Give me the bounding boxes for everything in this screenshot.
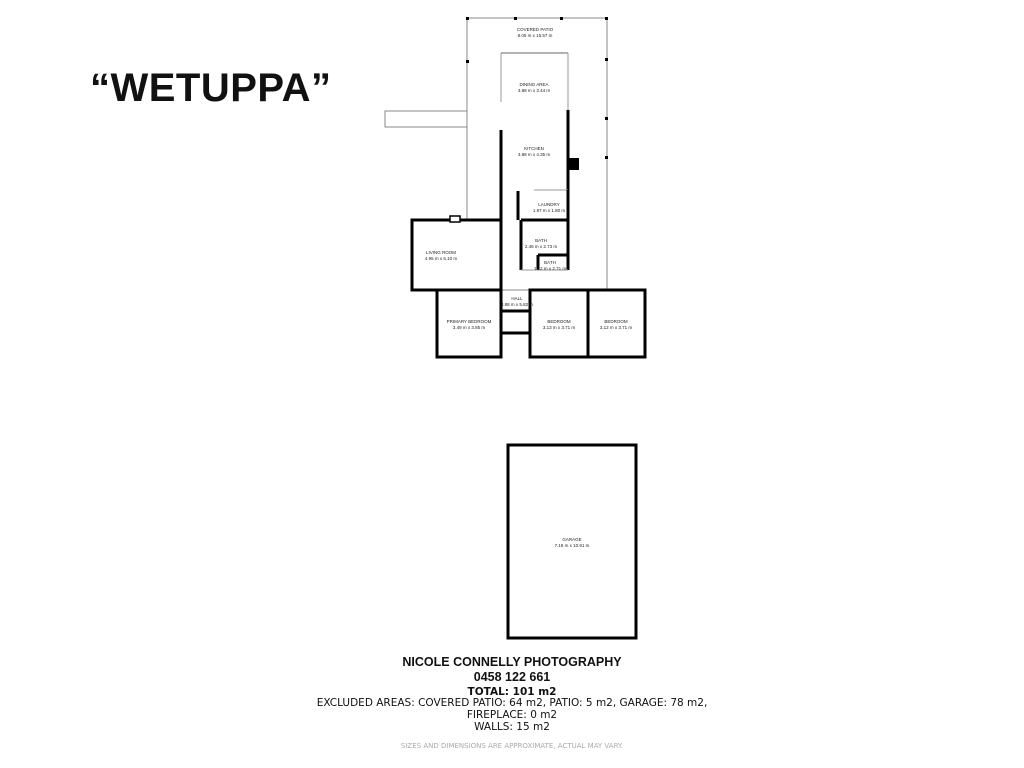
fireplace-area: FIREPLACE: 0 m2 — [466, 709, 558, 721]
room-name: BATH — [544, 260, 556, 265]
room-size: 1.87 m x 1.80 m — [532, 208, 566, 213]
room-name: BATH — [535, 238, 547, 243]
room-name: BEDROOM — [547, 319, 571, 324]
room-size: 4.95 m x 6.10 m — [424, 256, 458, 261]
room-name: HALL — [511, 296, 523, 301]
hall-closet-walls — [499, 309, 532, 335]
room-hall: HALL 3.88 m x 5.82 m — [501, 296, 533, 308]
phone-number: 0458 122 661 — [473, 670, 551, 684]
room-size: 3.13 m x 3.71 m — [542, 325, 576, 330]
room-dining: DINING AREA 3.88 m x 3.44 m — [518, 82, 550, 94]
room-name: COVERED PATIO — [516, 27, 554, 32]
room-bath-small: BATH 1.12 m x 2.71 m — [534, 260, 566, 272]
room-living: LIVING ROOM 4.95 m x 6.10 m — [425, 250, 457, 262]
excluded-areas: EXCLUDED AREAS: COVERED PATIO: 64 m2, PA… — [316, 697, 708, 709]
room-size: 3.49 m x 3.85 m — [452, 325, 486, 330]
company-name: NICOLE CONNELLY PHOTOGRAPHY — [402, 655, 622, 669]
room-bedroom-2: BEDROOM 3.12 m x 3.71 m — [600, 319, 632, 331]
disclaimer: SIZES AND DIMENSIONS ARE APPROXIMATE, AC… — [400, 742, 624, 750]
living-fireplace — [449, 215, 461, 223]
room-laundry: LAUNDRY 1.87 m x 1.80 m — [533, 202, 565, 214]
primary-bedroom-walls — [435, 288, 503, 359]
patio-outline — [384, 110, 468, 128]
walls-area: WALLS: 15 m2 — [474, 721, 550, 733]
room-covered-patio: COVERED PATIO 8.05 m x 15.57 m — [517, 27, 553, 39]
room-bath: BATH 2.46 m x 2.73 m — [525, 238, 557, 250]
room-size: 2.46 m x 2.73 m — [524, 244, 558, 249]
room-size: 3.88 m x 3.44 m — [517, 88, 551, 93]
total-area: TOTAL: 101 m2 — [467, 686, 557, 698]
room-name: LAUNDRY — [538, 202, 560, 207]
fireplace — [568, 158, 579, 170]
room-size: 3.88 m x 4.35 m — [517, 152, 551, 157]
room-size: 3.12 m x 3.71 m — [599, 325, 633, 330]
room-name: KITCHEN — [524, 146, 544, 151]
garage-walls — [506, 443, 638, 640]
room-bedroom-1: BEDROOM 3.13 m x 3.71 m — [543, 319, 575, 331]
room-name: PRIMARY BEDROOM — [446, 319, 492, 324]
room-kitchen: KITCHEN 3.88 m x 4.35 m — [518, 146, 550, 158]
room-size: 1.12 m x 2.71 m — [533, 266, 567, 271]
property-title: “WETUPPA” — [90, 66, 332, 110]
room-name: LIVING ROOM — [425, 250, 457, 255]
room-size: 7.18 m x 10.91 m — [554, 543, 590, 548]
bedroom2-walls — [586, 288, 647, 359]
room-name: GARAGE — [562, 537, 582, 542]
area-details: EXCLUDED AREAS: COVERED PATIO: 64 m2, PA… — [0, 697, 1024, 733]
room-primary-bedroom: PRIMARY BEDROOM 3.49 m x 3.85 m — [447, 319, 492, 331]
room-garage: GARAGE 7.18 m x 10.91 m — [555, 537, 590, 549]
room-name: BEDROOM — [604, 319, 628, 324]
room-name: DINING AREA — [519, 82, 549, 87]
room-size: 8.05 m x 15.57 m — [517, 33, 553, 38]
room-size: 3.88 m x 5.82 m — [500, 302, 534, 307]
